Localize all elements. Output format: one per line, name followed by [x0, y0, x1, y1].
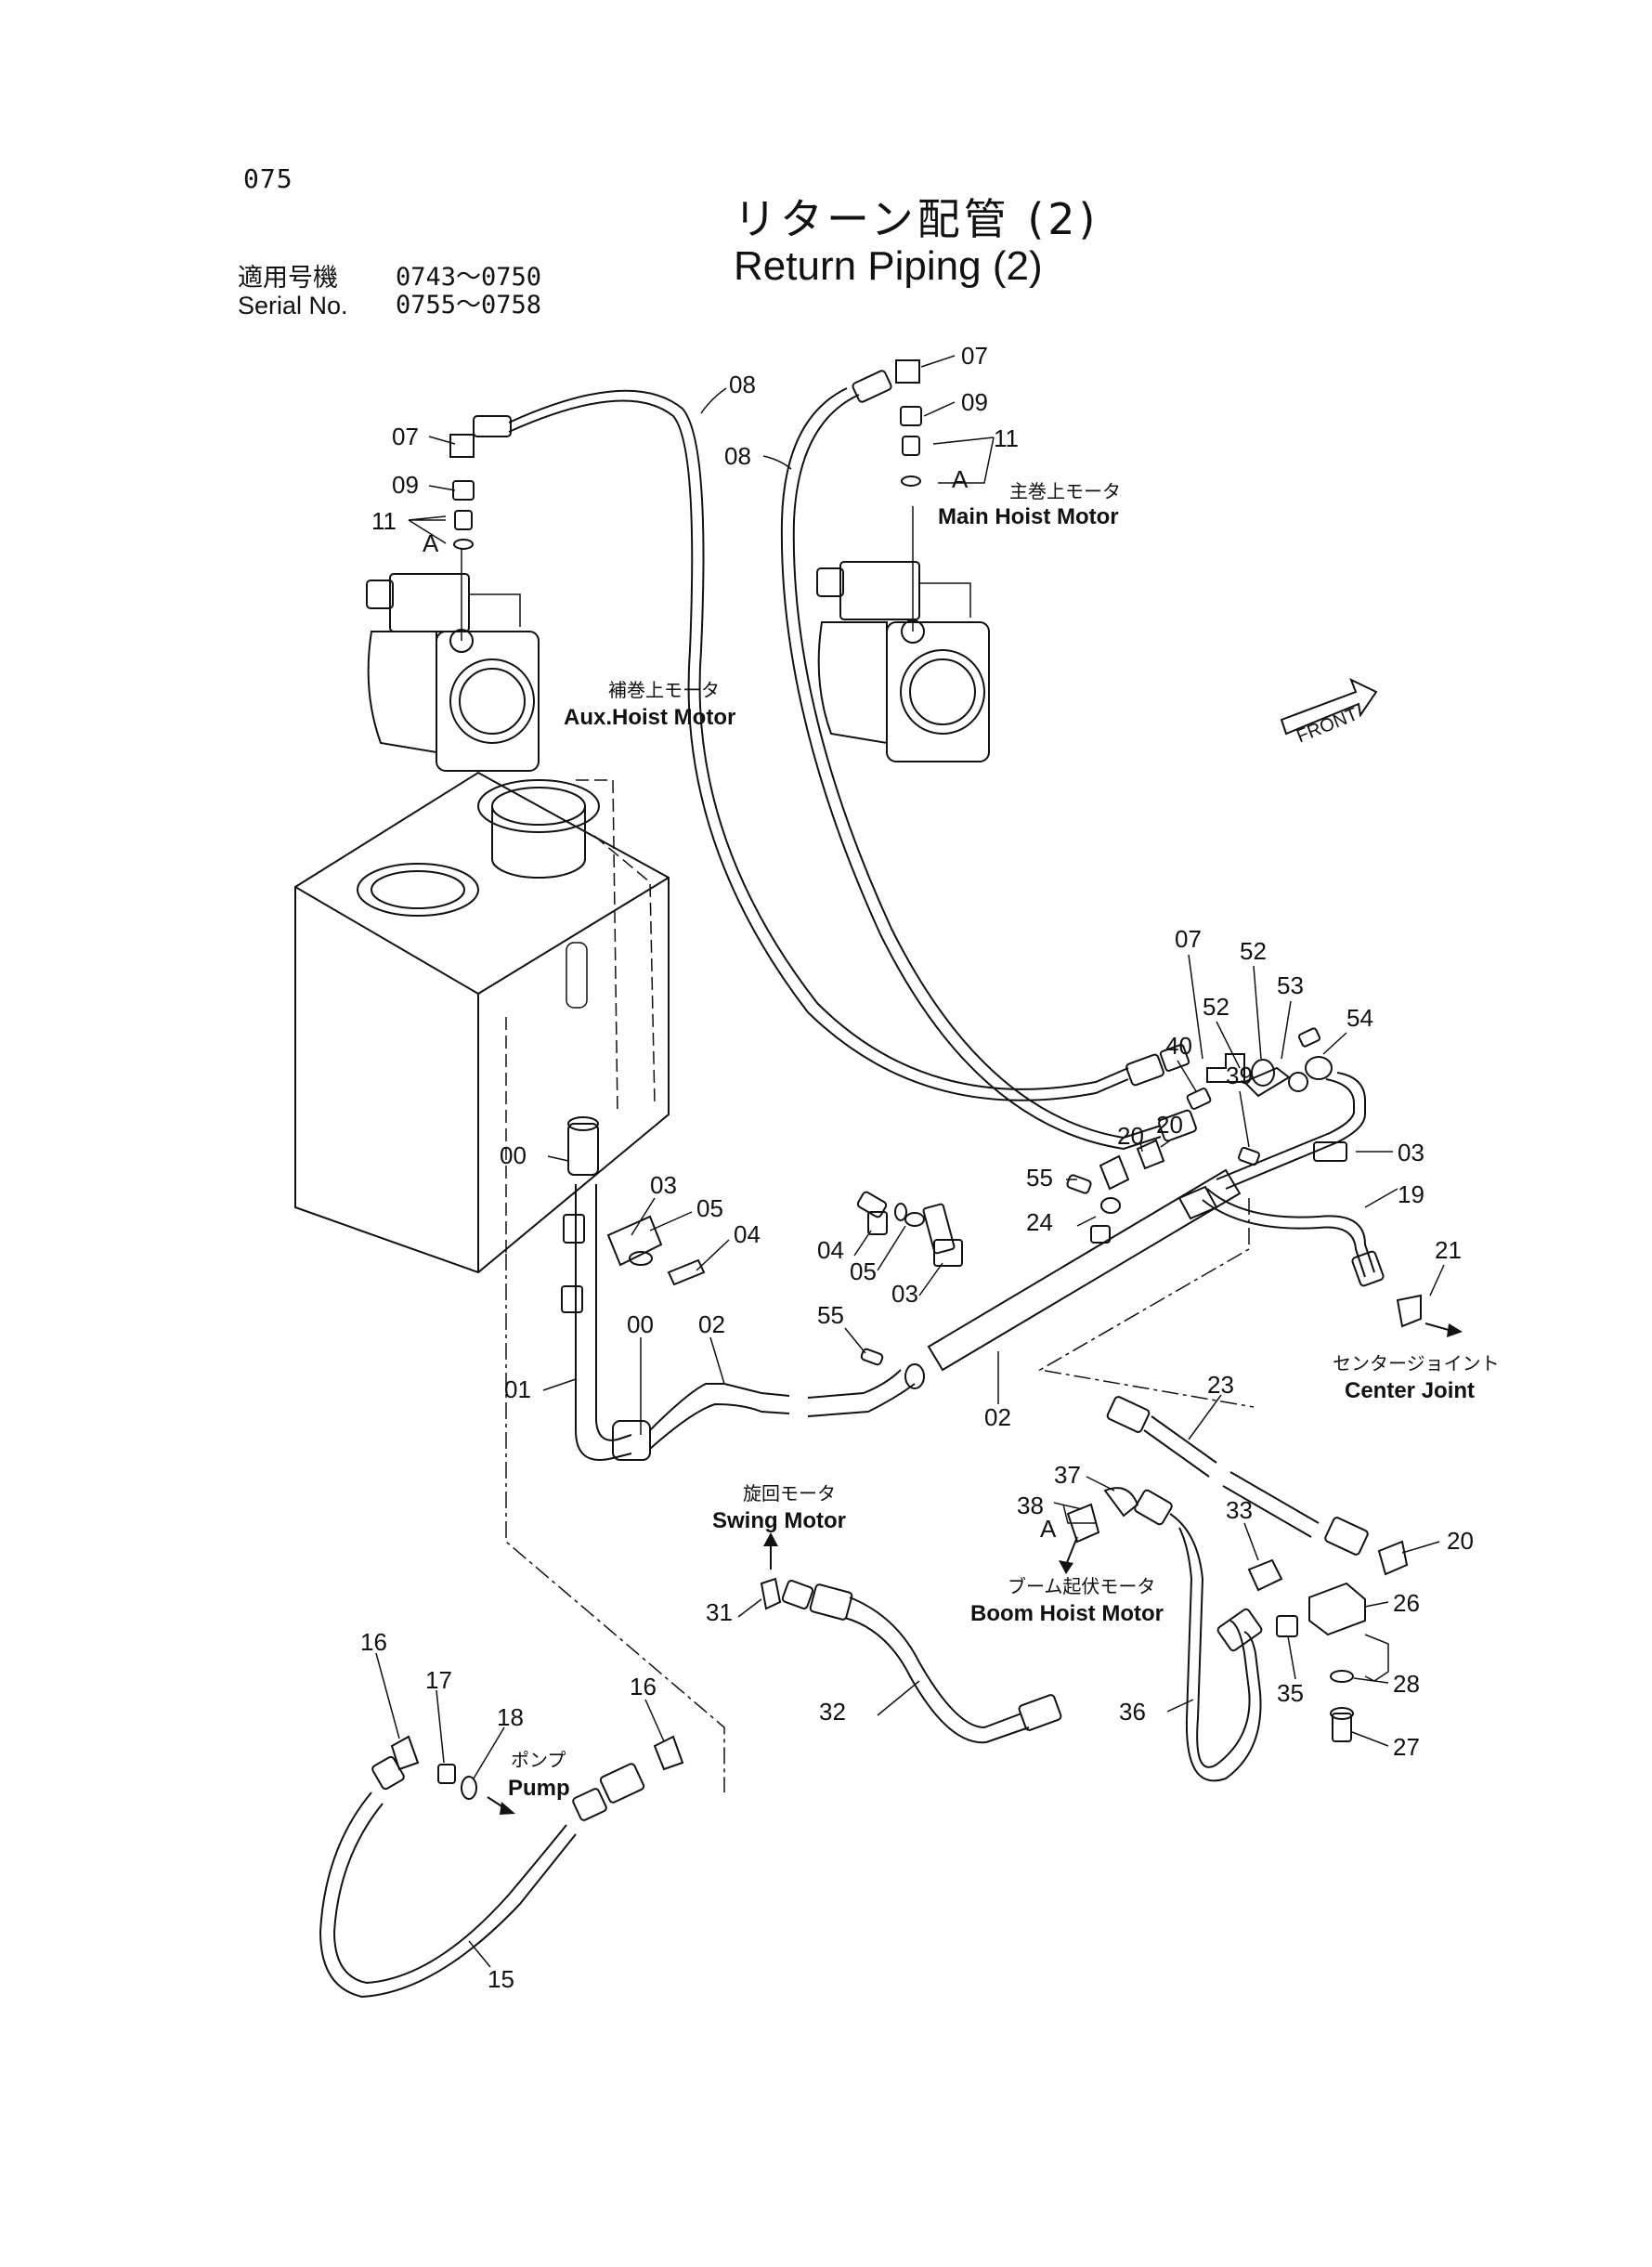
- serial-range-1: 0743～0750: [396, 263, 542, 292]
- boom-hoist-motor-label-jp: ブーム起伏モータ: [1008, 1575, 1155, 1597]
- callout-21: 21: [1435, 1236, 1462, 1264]
- callout-18: 18: [497, 1703, 524, 1731]
- pump-label: Pump: [508, 1776, 570, 1801]
- hose-23: [1106, 1396, 1409, 1576]
- callout-40: 40: [1165, 1032, 1192, 1060]
- swing-motor-label-jp: 旋回モータ: [743, 1483, 836, 1505]
- callout-numbers: 07 09 11 A 08 08 07 09 11 A 07 52 53 52 …: [360, 342, 1474, 1993]
- swing-motor-arrow-icon: [763, 1532, 778, 1570]
- callout-20: 20: [1447, 1527, 1474, 1555]
- callout-03: 03: [1398, 1139, 1424, 1166]
- front-arrow-icon: FRONT: [1280, 678, 1378, 747]
- callout-01: 01: [504, 1375, 531, 1403]
- callout-20: 20: [1156, 1111, 1183, 1139]
- callout-37: 37: [1054, 1461, 1081, 1489]
- aux-hoist-motor-label: Aux.Hoist Motor: [564, 705, 735, 730]
- callout-a: A: [1040, 1515, 1057, 1543]
- main-motor-fittings: [895, 359, 922, 487]
- callout-16: 16: [360, 1628, 387, 1656]
- callout-27: 27: [1393, 1733, 1420, 1761]
- serial-label-jp: 適用号機: [238, 264, 338, 292]
- callout-04: 04: [817, 1236, 844, 1264]
- right-manifold: [856, 1027, 1463, 1372]
- hose-15: [319, 1735, 684, 1999]
- aux-hoist-motor-label-jp: 補巻上モータ: [608, 680, 720, 701]
- callout-09: 09: [392, 471, 419, 499]
- callout-02: 02: [984, 1403, 1011, 1431]
- callout-33: 33: [1226, 1496, 1253, 1524]
- callout-19: 19: [1398, 1180, 1424, 1208]
- main-hoist-motor-label-jp: 主巻上モータ: [1009, 481, 1121, 502]
- callout-52: 52: [1240, 937, 1267, 965]
- callout-20: 20: [1117, 1122, 1144, 1150]
- callout-38: 38: [1017, 1492, 1044, 1519]
- callout-00: 00: [500, 1141, 527, 1169]
- serial-label-en: Serial No.: [238, 292, 348, 319]
- callout-a: A: [952, 465, 969, 493]
- callout-23: 23: [1207, 1371, 1234, 1399]
- callout-28: 28: [1393, 1670, 1420, 1698]
- callout-03: 03: [891, 1280, 918, 1308]
- main-hoist-motor: [816, 506, 990, 762]
- aux-motor-fittings: [449, 434, 475, 550]
- serial-range-2: 0755～0758: [396, 291, 542, 319]
- callout-55: 55: [817, 1301, 844, 1329]
- hose-36: [1066, 1487, 1389, 1782]
- callout-00: 00: [627, 1310, 654, 1338]
- center-joint-label-jp: センタージョイント: [1333, 1353, 1500, 1375]
- callout-07: 07: [1175, 925, 1202, 953]
- callout-05: 05: [696, 1194, 723, 1222]
- hose-08-aux: [473, 389, 1190, 1101]
- hose-08-main: [780, 370, 1197, 1151]
- callout-24: 24: [1026, 1208, 1053, 1236]
- callout-03: 03: [650, 1171, 677, 1199]
- callout-08: 08: [729, 371, 756, 398]
- main-hoist-motor-label: Main Hoist Motor: [938, 504, 1119, 529]
- callout-26: 26: [1393, 1589, 1420, 1617]
- callout-35: 35: [1277, 1679, 1304, 1707]
- callout-11: 11: [994, 424, 1019, 452]
- aux-hoist-motor: [366, 548, 540, 772]
- callout-16: 16: [630, 1673, 657, 1700]
- pump-label-jp: ポンプ: [511, 1750, 566, 1771]
- callout-39: 39: [1226, 1062, 1253, 1089]
- callout-04: 04: [734, 1220, 761, 1248]
- center-joint-label: Center Joint: [1345, 1378, 1475, 1403]
- page-title-en: Return Piping (2): [734, 243, 1043, 289]
- boom-hoist-motor-label: Boom Hoist Motor: [970, 1601, 1164, 1626]
- boom-hoist-arrow-icon: [1059, 1536, 1078, 1574]
- callout-09: 09: [961, 388, 988, 416]
- callout-11: 11: [371, 507, 397, 535]
- callout-07: 07: [961, 342, 988, 370]
- swing-motor-label: Swing Motor: [712, 1508, 846, 1533]
- hose-32: [760, 1577, 1062, 1744]
- callout-53: 53: [1277, 971, 1304, 999]
- leader-lines: [375, 355, 1445, 1968]
- page-title-jp: リターン配管 (2): [734, 194, 1099, 244]
- callout-07: 07: [392, 423, 419, 450]
- callout-15: 15: [488, 1965, 514, 1993]
- callout-08: 08: [724, 442, 751, 470]
- callout-31: 31: [706, 1598, 733, 1626]
- callout-a: A: [423, 529, 439, 557]
- callout-02: 02: [698, 1310, 725, 1338]
- callout-05: 05: [850, 1257, 877, 1285]
- callout-32: 32: [819, 1698, 846, 1726]
- callout-52: 52: [1203, 993, 1229, 1021]
- hydraulic-tank: [294, 771, 670, 1274]
- callout-36: 36: [1119, 1698, 1146, 1726]
- page-number: 075: [243, 163, 293, 194]
- callout-17: 17: [425, 1666, 452, 1694]
- serial-number-block: 適用号機 0743～0750 Serial No. 0755～0758: [238, 263, 542, 320]
- callout-54: 54: [1346, 1004, 1373, 1032]
- callout-55: 55: [1026, 1164, 1053, 1192]
- tank-outlet-piping: [561, 1116, 963, 1461]
